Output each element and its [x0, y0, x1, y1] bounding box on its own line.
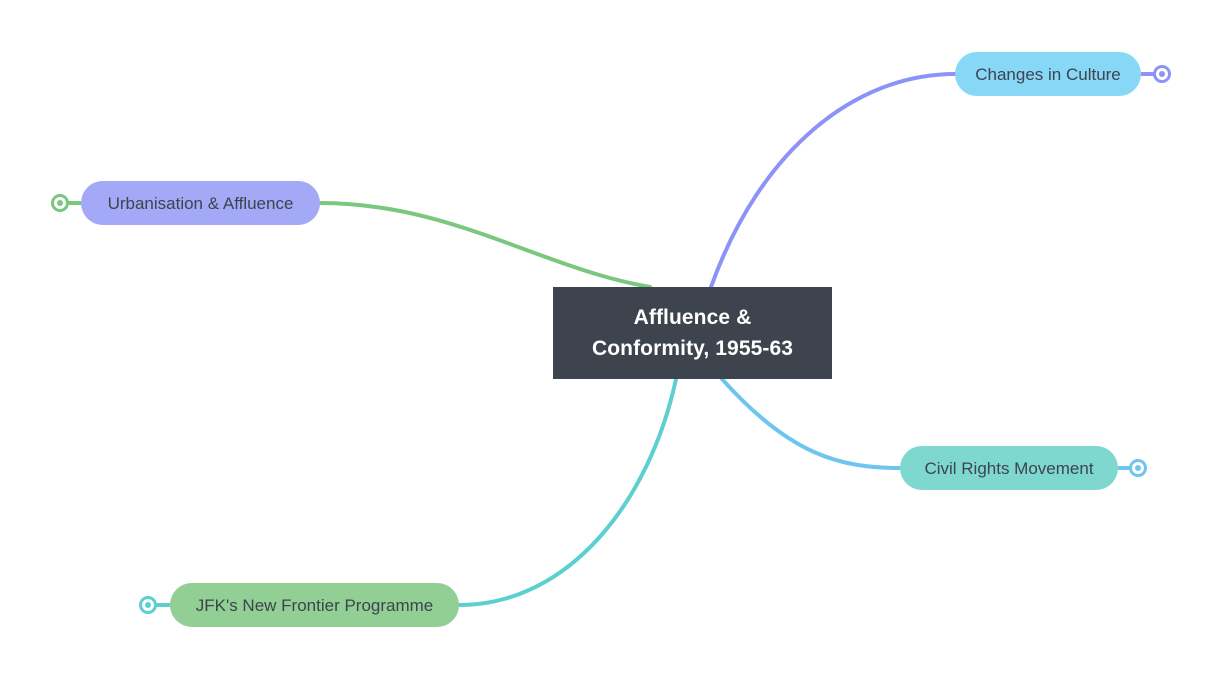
- collapse-toggle-icon-jfks-new-frontier-programme[interactable]: [139, 596, 157, 614]
- branch-node-jfks-new-frontier-programme[interactable]: JFK's New Frontier Programme: [170, 583, 459, 627]
- root-node[interactable]: Affluence & Conformity, 1955-63: [553, 287, 832, 379]
- collapse-toggle-icon-civil-rights-movement[interactable]: [1129, 459, 1147, 477]
- stub-changes-in-culture: [1141, 72, 1155, 76]
- marker-dot: [1159, 71, 1165, 77]
- root-node-label: Affluence & Conformity, 1955-63: [591, 305, 794, 361]
- marker-dot: [57, 200, 63, 206]
- stub-civil-rights-movement: [1118, 466, 1132, 470]
- branch-label-changes-in-culture: Changes in Culture: [975, 64, 1121, 84]
- branch-node-civil-rights-movement[interactable]: Civil Rights Movement: [900, 446, 1118, 490]
- marker-dot: [145, 602, 151, 608]
- stub-urbanisation-affluence: [68, 201, 83, 205]
- collapse-toggle-icon-urbanisation-affluence[interactable]: [51, 194, 69, 212]
- connector-jfks-new-frontier-programme: [457, 377, 678, 607]
- collapse-toggle-icon-changes-in-culture[interactable]: [1153, 65, 1171, 83]
- branch-node-urbanisation-affluence[interactable]: Urbanisation & Affluence: [81, 181, 320, 225]
- branch-label-civil-rights-movement: Civil Rights Movement: [924, 458, 1094, 478]
- stub-jfks-new-frontier-programme: [156, 603, 172, 607]
- branch-node-changes-in-culture[interactable]: Changes in Culture: [955, 52, 1141, 96]
- branch-label-jfks-new-frontier-programme: JFK's New Frontier Programme: [195, 595, 434, 615]
- branch-label-urbanisation-affluence: Urbanisation & Affluence: [107, 193, 294, 213]
- marker-dot: [1135, 465, 1141, 471]
- connector-changes-in-culture: [709, 72, 957, 289]
- connector-civil-rights-movement: [720, 377, 902, 470]
- connector-urbanisation-affluence: [318, 201, 652, 289]
